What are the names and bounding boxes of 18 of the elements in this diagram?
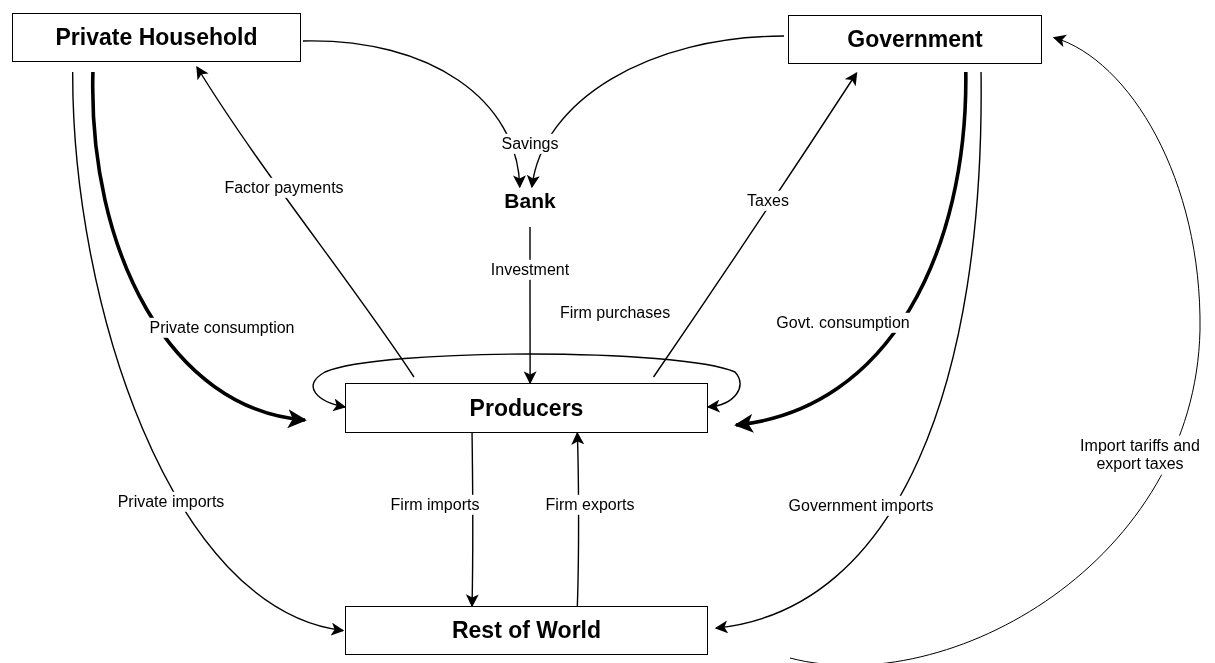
arrow	[734, 71, 968, 432]
node-label: Bank	[498, 187, 562, 215]
arrow	[714, 71, 982, 633]
arrow	[652, 71, 858, 378]
arrow	[465, 432, 479, 608]
process-box: Private Household	[12, 13, 301, 62]
process-box: Government	[788, 15, 1042, 64]
process-box: Producers	[345, 383, 708, 433]
arrow	[196, 65, 415, 378]
edge-label: Taxes	[744, 190, 792, 212]
process-box: Rest of World	[345, 606, 708, 655]
arrow	[72, 71, 345, 634]
arrow	[528, 35, 785, 189]
arrow	[91, 71, 307, 427]
arrow	[571, 431, 585, 607]
arrow	[789, 35, 1201, 663]
arrow	[312, 353, 741, 412]
arrow	[302, 40, 525, 189]
